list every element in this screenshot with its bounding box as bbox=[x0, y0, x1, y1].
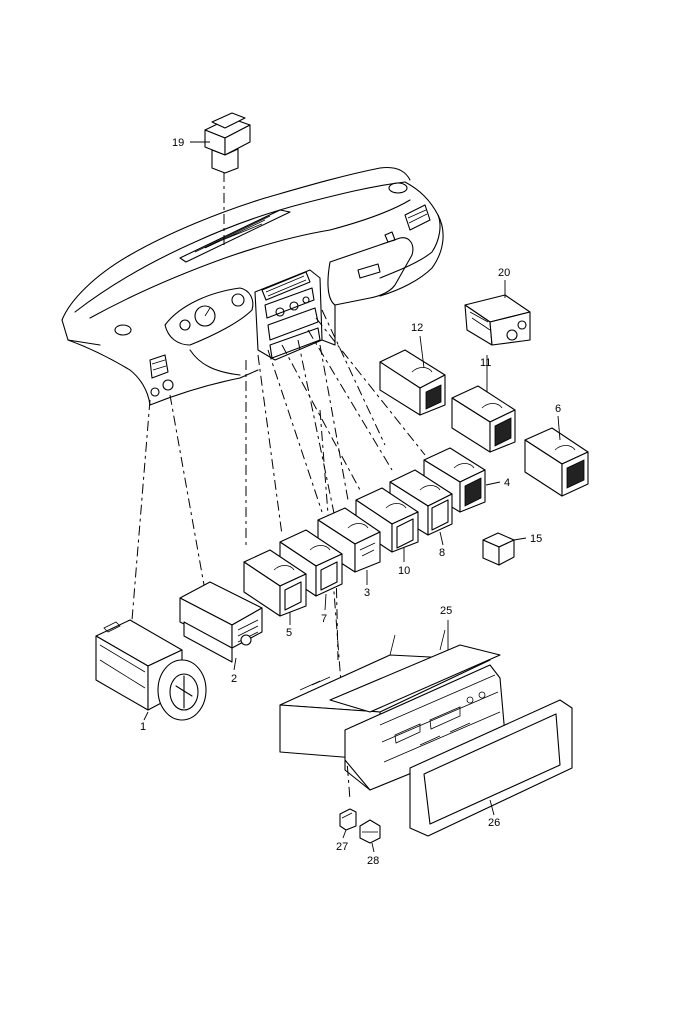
part-26-frame bbox=[409, 699, 573, 837]
label-part-25: 25 bbox=[440, 605, 452, 617]
part-27-clip bbox=[339, 808, 357, 831]
part-20-switch bbox=[464, 294, 531, 346]
part-12-switch bbox=[379, 349, 446, 416]
label-part-2: 2 bbox=[231, 673, 237, 685]
label-part-15: 15 bbox=[530, 533, 542, 545]
assembly-lines bbox=[131, 172, 426, 801]
label-part-5: 5 bbox=[286, 627, 292, 639]
part-11-switch bbox=[451, 385, 516, 453]
label-part-12: 12 bbox=[411, 322, 423, 334]
part-5-switch bbox=[243, 549, 307, 617]
dashboard-illustration bbox=[61, 166, 444, 406]
label-part-26: 26 bbox=[488, 817, 500, 829]
label-part-4: 4 bbox=[504, 477, 510, 489]
label-part-20: 20 bbox=[498, 267, 510, 279]
label-part-1: 1 bbox=[140, 721, 146, 733]
label-part-3: 3 bbox=[364, 587, 370, 599]
part-15-cap bbox=[482, 532, 515, 566]
label-part-27: 27 bbox=[336, 841, 348, 853]
leader-lines bbox=[143, 141, 561, 853]
part-2-switch bbox=[179, 581, 263, 663]
label-part-19: 19 bbox=[172, 137, 184, 149]
label-part-10: 10 bbox=[398, 565, 410, 577]
part-10-switch bbox=[355, 487, 419, 553]
label-part-6: 6 bbox=[555, 403, 561, 415]
part-1-light-switch bbox=[95, 619, 207, 721]
label-part-8: 8 bbox=[439, 547, 445, 559]
label-part-7: 7 bbox=[321, 613, 327, 625]
label-part-28: 28 bbox=[367, 855, 379, 867]
part-6-switch bbox=[524, 427, 589, 497]
label-part-11: 11 bbox=[480, 357, 491, 369]
part-28-clip bbox=[359, 819, 381, 844]
part-3-switch bbox=[317, 507, 381, 573]
part-labels: 19 20 12 11 6 4 8 10 3 15 7 5 2 1 25 26 … bbox=[140, 137, 561, 867]
part-25-climate-unit bbox=[279, 629, 506, 791]
part-19-switch bbox=[204, 112, 251, 174]
